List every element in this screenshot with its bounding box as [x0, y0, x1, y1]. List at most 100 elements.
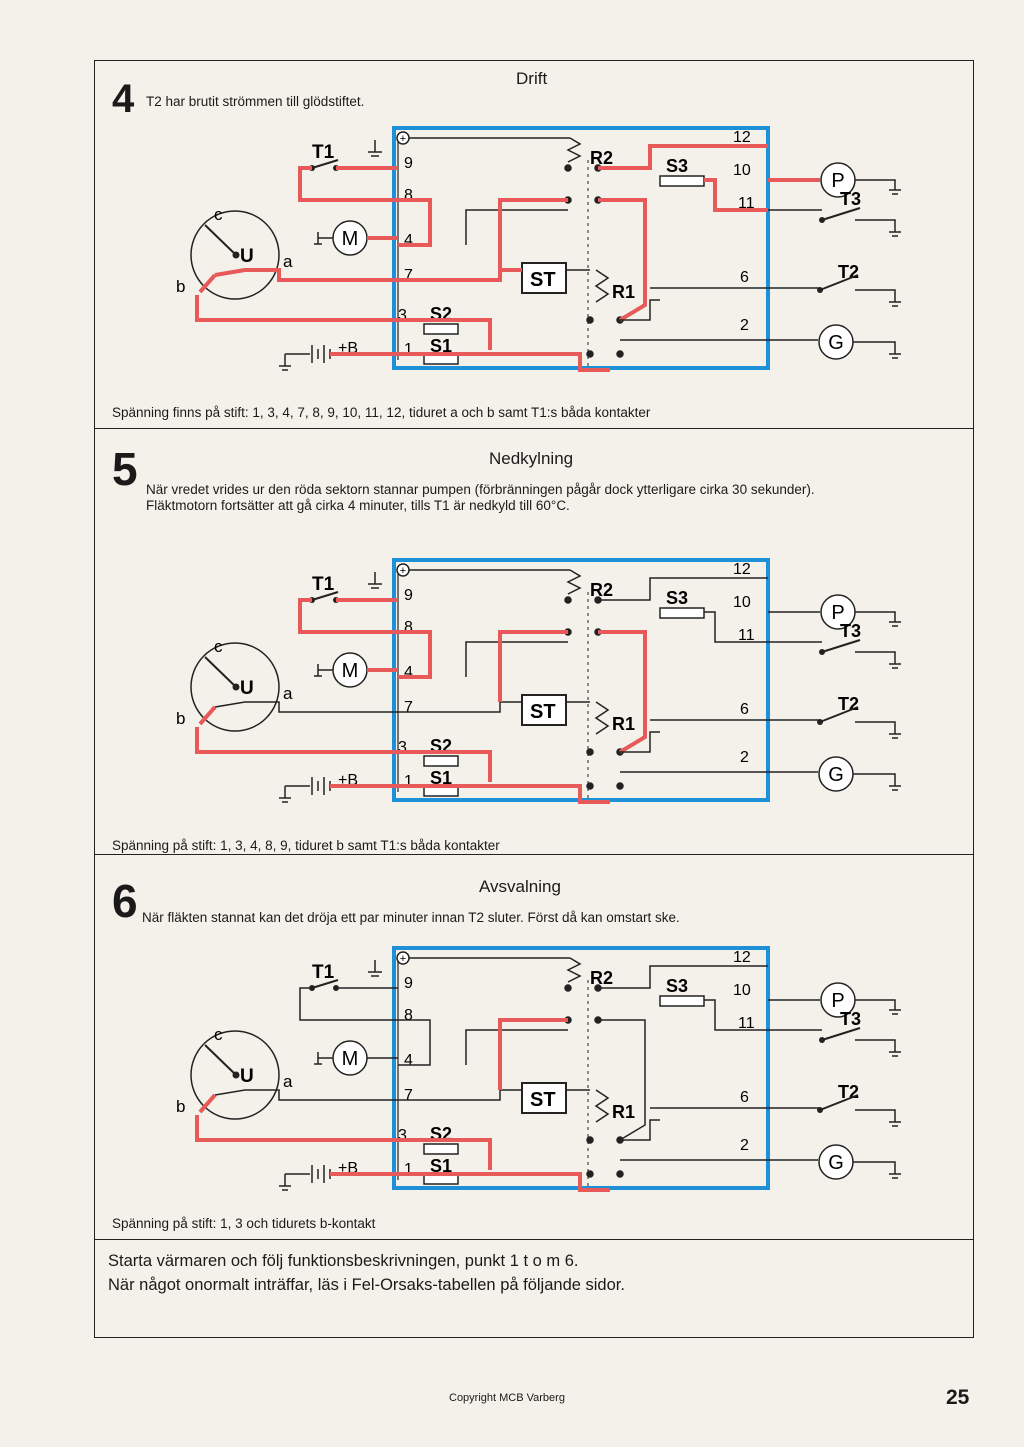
r1-label: R1 [612, 1102, 635, 1122]
timer-c-label: c [214, 1025, 223, 1044]
timer-dial [190, 642, 280, 732]
t1-label: T1 [312, 142, 335, 163]
pin-12-label: 12 [733, 949, 751, 966]
motor-label: M [342, 1048, 359, 1070]
wiring-diagram-step-5: + R2 9 8 4 7 3 1 T1 M U c a b +B S2 S1 [176, 558, 901, 804]
motor-label: M [342, 228, 359, 250]
pin-9-label: 9 [404, 587, 413, 604]
pump-label: P [831, 602, 844, 624]
t2-switch [819, 1094, 859, 1111]
pin-2-label: 2 [740, 1137, 749, 1154]
t1-label: T1 [312, 962, 335, 983]
t3-label: T3 [840, 621, 861, 641]
svg-text:+: + [400, 953, 406, 965]
t1-switch [311, 979, 339, 989]
ground-icon [368, 572, 382, 589]
timer-b-label: b [176, 277, 185, 296]
wiring-diagram-step-6: + R2 9 8 4 7 3 1 T1 M U c a b +B S2 S1 [176, 946, 901, 1192]
pin-10-label: 10 [733, 162, 751, 179]
glow-plug-label: G [828, 332, 844, 354]
pin-4-label: 4 [404, 1052, 413, 1069]
pin-7-label: 7 [404, 267, 413, 284]
pin-7-label: 7 [404, 699, 413, 716]
r1-resistor [594, 269, 610, 303]
timer-a-label: a [283, 1072, 293, 1091]
timer-b-label: b [176, 1097, 185, 1116]
pin-12-label: 12 [733, 561, 751, 578]
r1-resistor [594, 1089, 610, 1123]
page-frame [94, 60, 974, 1338]
divider-3 [94, 1239, 974, 1240]
step-number: 6 [112, 875, 138, 927]
t3-switch [821, 639, 861, 653]
pin-8-label: 8 [404, 187, 413, 204]
pin-1-label: 1 [404, 341, 413, 358]
glow-plug-label: G [828, 764, 844, 786]
timer-dial [190, 1030, 280, 1120]
timer-dial [190, 210, 280, 300]
st-label: ST [530, 269, 556, 291]
step-title: Nedkylning [489, 449, 574, 468]
pin-4-label: 4 [404, 232, 413, 249]
copyright: Copyright MCB Varberg [449, 1392, 565, 1404]
st-box [521, 262, 567, 294]
step-title: Drift [516, 69, 548, 88]
step-subtitle: När fläkten stannat kan det dröja ett pa… [142, 910, 680, 925]
t3-label: T3 [840, 1009, 861, 1029]
timer-label: U [240, 246, 254, 267]
pin-4-label: 4 [404, 664, 413, 681]
s3-label: S3 [666, 156, 688, 176]
pin-12-label: 12 [733, 129, 751, 146]
divider-2 [94, 854, 974, 855]
timer-b-label: b [176, 709, 185, 728]
r2-label: R2 [590, 968, 613, 988]
r1-resistor [594, 701, 610, 735]
pin-10-label: 10 [733, 594, 751, 611]
page-number: 25 [946, 1386, 970, 1409]
pump-label: P [831, 990, 844, 1012]
r2-resistor [566, 569, 582, 595]
timer-c-label: c [214, 205, 223, 224]
footer-line-2: När något onormalt inträffar, läs i Fel-… [108, 1276, 625, 1294]
step-title: Avsvalning [479, 877, 561, 896]
r1-label: R1 [612, 714, 635, 734]
divider-1 [94, 428, 974, 429]
pin-11-label: 11 [738, 1015, 755, 1032]
r2-resistor [566, 957, 582, 983]
t1-switch [311, 159, 339, 169]
step-subtitle-line1: När vredet vrides ur den röda sektorn st… [146, 482, 815, 497]
t1-switch [311, 591, 339, 601]
pin-6-label: 6 [740, 701, 749, 718]
s1-label: S1 [430, 1156, 452, 1176]
footer-line-1: Starta värmaren och följ funktionsbeskri… [108, 1252, 579, 1270]
pin-1-label: 1 [404, 1161, 413, 1178]
pin-1-label: 1 [404, 773, 413, 790]
svg-text:+: + [400, 565, 406, 577]
step-caption: Spänning på stift: 1, 3 och tidurets b-k… [112, 1216, 376, 1231]
ground-icon [368, 140, 382, 157]
step-caption: Spänning på stift: 1, 3, 4, 8, 9, tidure… [112, 838, 500, 853]
pin-7-label: 7 [404, 1087, 413, 1104]
r2-resistor [566, 137, 582, 163]
pin-8-label: 8 [404, 619, 413, 636]
t3-switch [821, 207, 861, 221]
step-number: 4 [112, 77, 135, 121]
t2-switch [819, 274, 859, 291]
st-label: ST [530, 1089, 556, 1111]
t3-switch [821, 1027, 861, 1041]
step-number: 5 [112, 443, 138, 495]
pin-8-label: 8 [404, 1007, 413, 1024]
timer-a-label: a [283, 252, 293, 271]
pin-11-label: 11 [738, 195, 755, 212]
s3-label: S3 [666, 976, 688, 996]
t1-label: T1 [312, 574, 335, 595]
glow-plug-label: G [828, 1152, 844, 1174]
r2-label: R2 [590, 580, 613, 600]
step-caption: Spänning finns på stift: 1, 3, 4, 7, 8, … [112, 405, 651, 420]
st-box [521, 694, 567, 726]
pump-label: P [831, 170, 844, 192]
pin-9-label: 9 [404, 975, 413, 992]
battery-icon [279, 777, 331, 803]
svg-text:+: + [400, 133, 406, 145]
timer-a-label: a [283, 684, 293, 703]
